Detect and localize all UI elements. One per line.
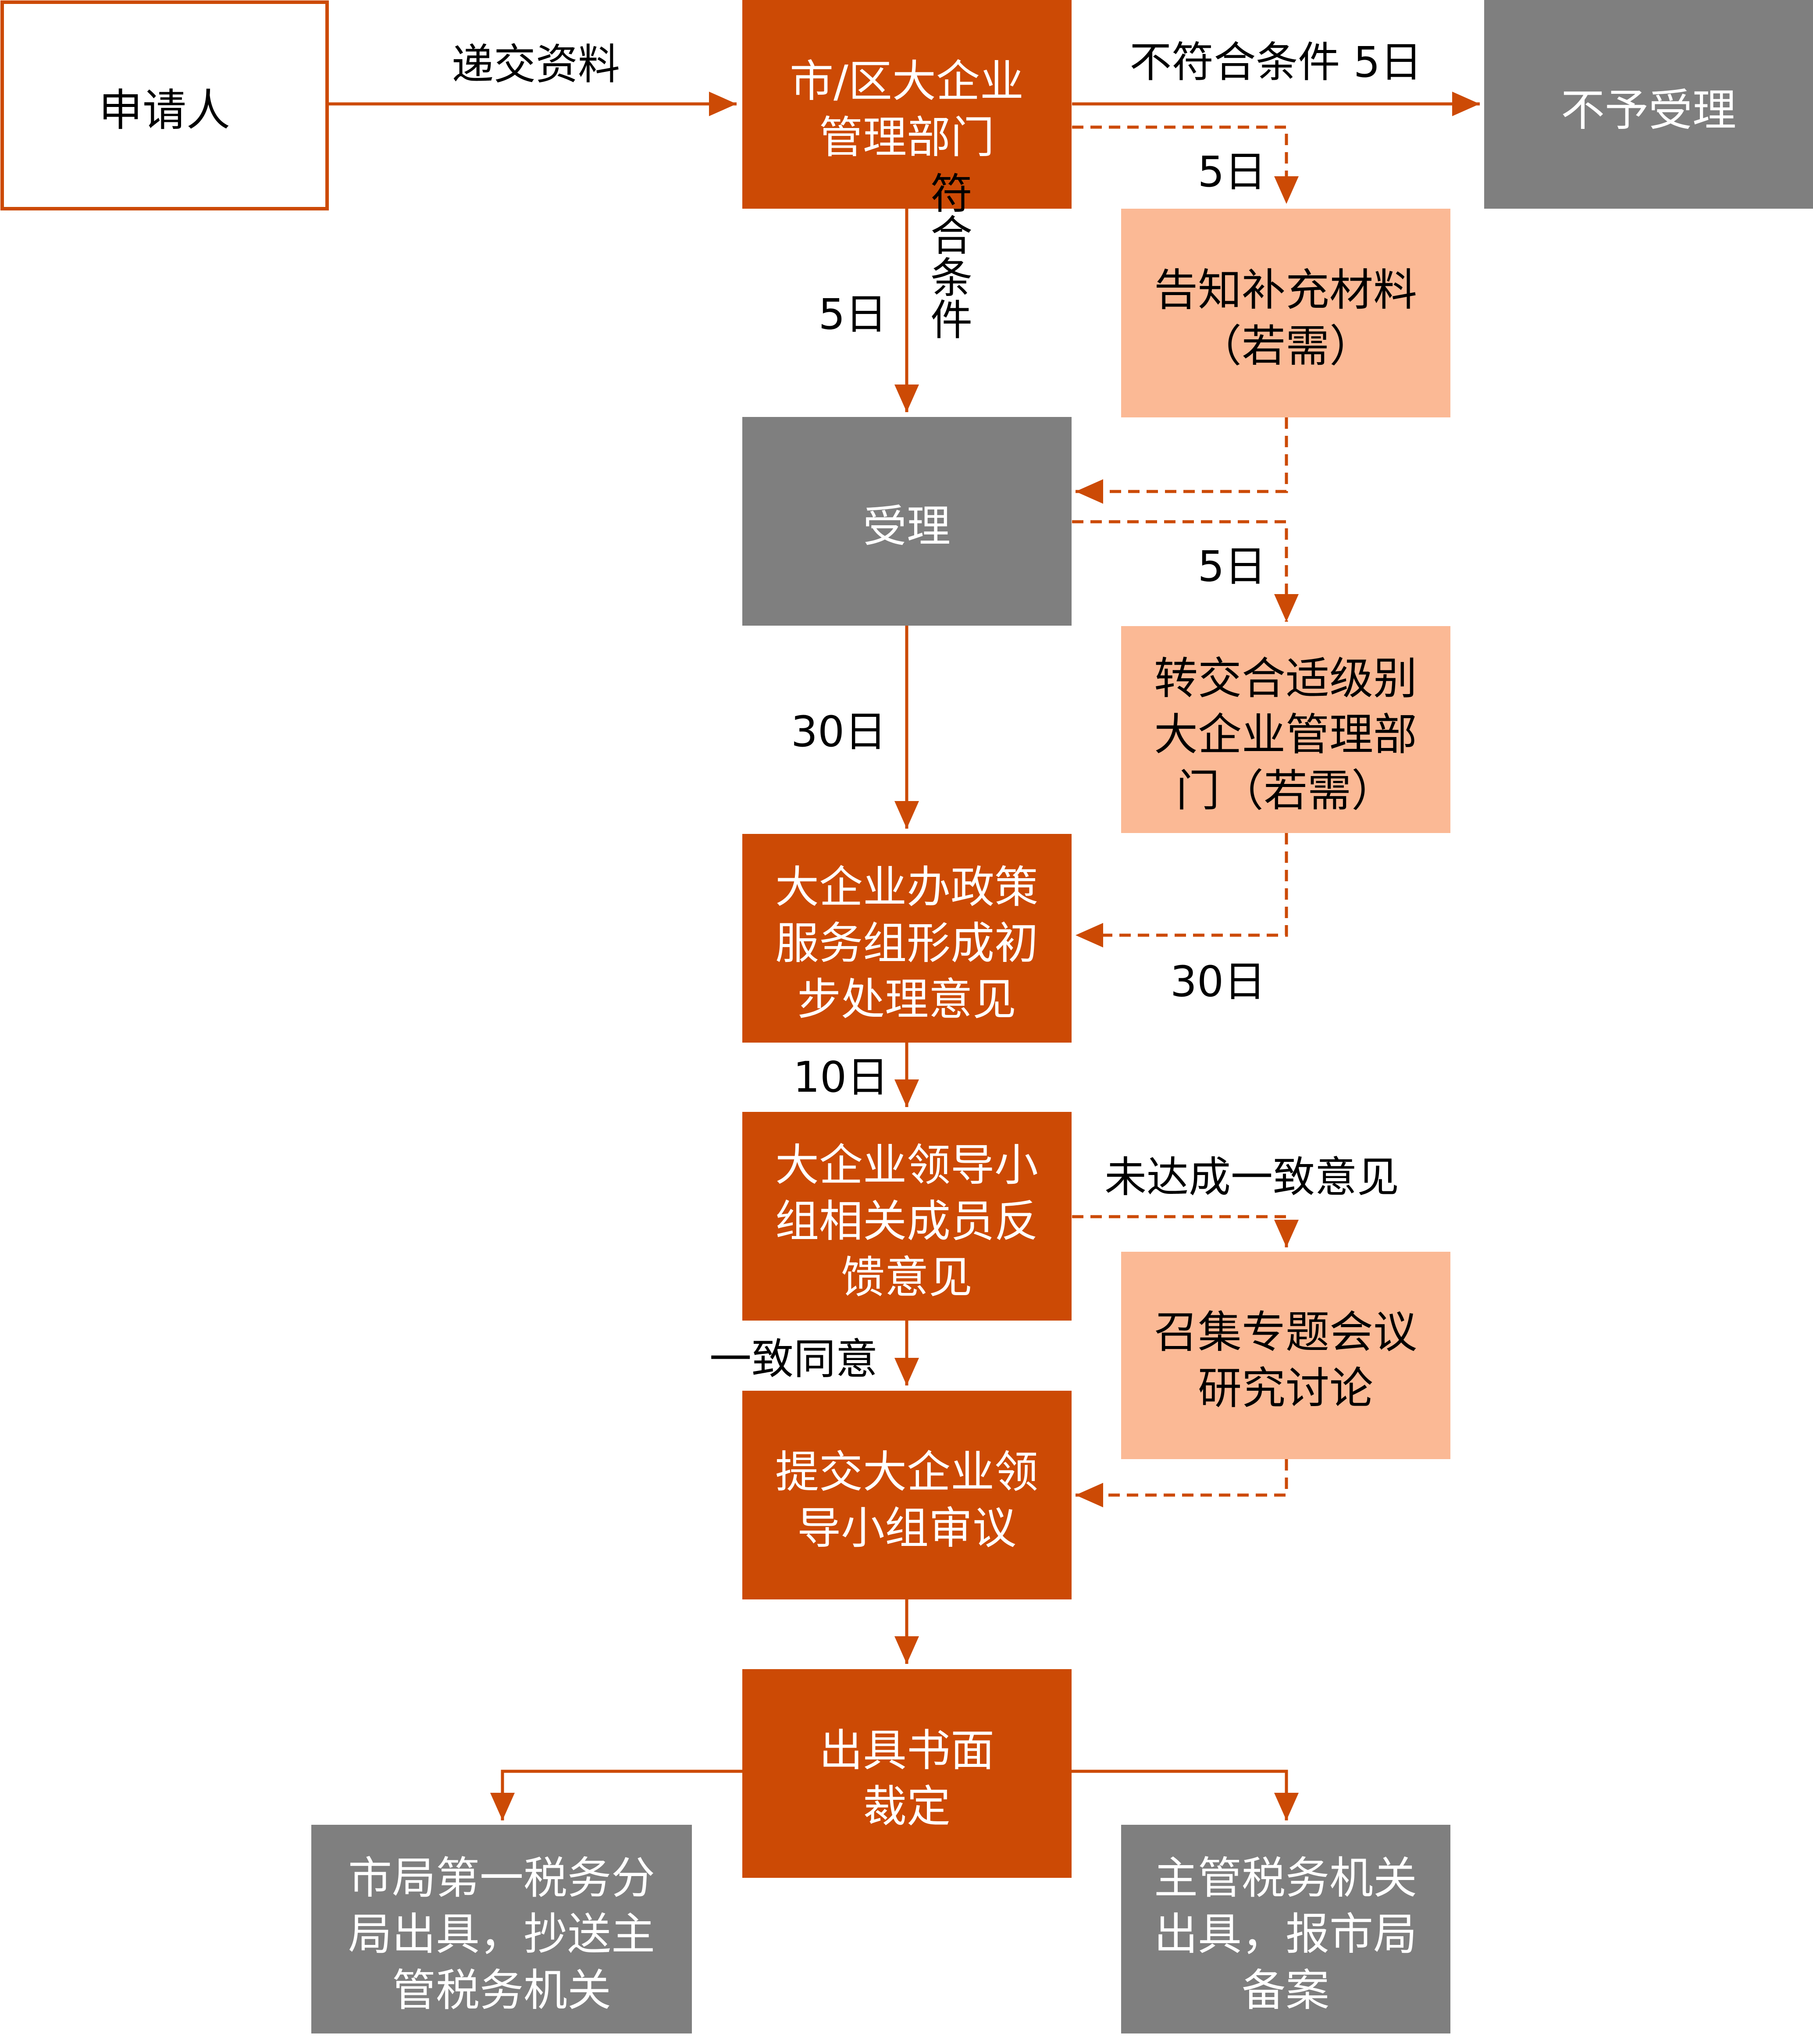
- edge-notify-to-accept: [1076, 417, 1288, 504]
- node-applicant-text: 申请人: [99, 85, 230, 136]
- node-tax-authority: 主管税务机关出具，报市局备案: [1121, 1825, 1450, 2033]
- text-line: 符: [930, 170, 972, 219]
- node-submit: 提交大企业领导小组审议: [742, 1391, 1072, 1599]
- text-line: 大企业办政策: [775, 862, 1038, 913]
- text-line: 步处理意见: [797, 974, 1016, 1025]
- edge-feedback-to-meeting: [1072, 1215, 1299, 1247]
- text-line: 市局第一税务分: [348, 1852, 655, 1904]
- text-line: 告知补充材料: [1154, 264, 1417, 316]
- edge-labels: 递交资料 不符合条件 5日 5日 5日 符合条件 5日 30日 30日 10日 …: [452, 38, 1422, 1384]
- edge-transfer-to-preliminary: [1076, 833, 1288, 947]
- node-submit-text: 提交大企业领导小组审议: [775, 1446, 1038, 1554]
- text-line: 受理: [863, 501, 951, 552]
- label-eligible-vertical: 符合条件: [930, 170, 972, 345]
- node-mgmt-dept-text: 市/区大企业管理部门: [790, 56, 1024, 163]
- node-feedback-text: 大企业领导小组相关成员反馈意见: [775, 1140, 1038, 1303]
- node-preliminary: 大企业办政策服务组形成初步处理意见: [742, 834, 1072, 1043]
- text-line: 组相关成员反: [775, 1196, 1038, 1247]
- text-line: 备案: [1242, 1965, 1329, 2016]
- label-unanimous: 一致同意: [709, 1335, 878, 1384]
- edge-accept-to-transfer: [1072, 520, 1299, 622]
- text-line: 馈意见: [841, 1252, 972, 1303]
- label-days30-b: 30日: [1170, 957, 1266, 1006]
- node-ruling-text: 出具书面裁定: [819, 1725, 994, 1832]
- text-line: 管税务机关: [392, 1965, 611, 2016]
- text-line: 申请人: [99, 85, 230, 136]
- node-meeting: 召集专题会议研究讨论: [1121, 1252, 1450, 1459]
- text-line: 市/区大企业: [790, 56, 1024, 107]
- edge-ruling-to-city-bureau: [490, 1770, 742, 1820]
- text-line: 裁定: [863, 1781, 951, 1832]
- label-days10: 10日: [793, 1053, 889, 1102]
- text-line: 大企业领导小: [775, 1140, 1038, 1191]
- text-line: 大企业管理部: [1154, 709, 1417, 760]
- text-line: 召集专题会议: [1154, 1307, 1417, 1358]
- label-not-eligible: 不符合条件 5日: [1129, 38, 1422, 87]
- text-line: 出具，报市局: [1154, 1909, 1417, 1960]
- label-days5-a: 5日: [1197, 147, 1266, 196]
- text-line: 管理部门: [819, 112, 994, 163]
- text-line: 导小组审议: [797, 1503, 1016, 1554]
- node-reject: 不予受理: [1484, 0, 1813, 209]
- dashed-connectors: [1072, 125, 1299, 1507]
- node-applicant: 申请人: [0, 0, 329, 210]
- node-city-bureau-text: 市局第一税务分局出具，抄送主管税务机关: [348, 1852, 655, 2016]
- text-line: 门（若需）: [1176, 765, 1395, 816]
- text-line: 合: [930, 212, 972, 261]
- label-days5-c: 5日: [818, 290, 887, 339]
- node-accept: 受理: [742, 417, 1072, 626]
- text-line: 件: [930, 296, 972, 345]
- text-line: （若需）: [1198, 320, 1373, 372]
- text-line: 服务组形成初: [775, 918, 1038, 969]
- node-transfer: 转交合适级别大企业管理部门（若需）: [1121, 626, 1450, 833]
- node-notify-supplement-text: 告知补充材料（若需）: [1154, 264, 1417, 372]
- node-ruling: 出具书面裁定: [742, 1669, 1072, 1878]
- edge-meeting-to-submit: [1076, 1459, 1288, 1507]
- text-line: 研究讨论: [1198, 1363, 1373, 1414]
- node-meeting-text: 召集专题会议研究讨论: [1154, 1307, 1417, 1414]
- text-line: 出具书面: [819, 1725, 994, 1776]
- text-line: 主管税务机关: [1154, 1852, 1417, 1904]
- label-days5-b: 5日: [1197, 542, 1266, 591]
- text-line: 局出具，抄送主: [348, 1909, 655, 1960]
- node-notify-supplement: 告知补充材料（若需）: [1121, 209, 1450, 417]
- node-city-bureau: 市局第一税务分局出具，抄送主管税务机关: [311, 1825, 692, 2033]
- node-reject-text: 不予受理: [1561, 85, 1736, 136]
- label-days30-a: 30日: [791, 707, 887, 756]
- node-preliminary-text: 大企业办政策服务组形成初步处理意见: [775, 862, 1038, 1025]
- edge-ruling-to-tax-authority: [1071, 1770, 1299, 1820]
- label-no-consensus: 未达成一致意见: [1104, 1153, 1399, 1202]
- node-mgmt-dept: 市/区大企业管理部门: [742, 0, 1072, 209]
- node-feedback: 大企业领导小组相关成员反馈意见: [742, 1112, 1072, 1321]
- text-line: 不予受理: [1561, 85, 1736, 136]
- solid-connectors: [327, 92, 1480, 1820]
- text-line: 转交合适级别: [1154, 653, 1417, 704]
- node-transfer-text: 转交合适级别大企业管理部门（若需）: [1154, 653, 1417, 816]
- node-accept-text: 受理: [863, 501, 951, 552]
- node-tax-authority-text: 主管税务机关出具，报市局备案: [1154, 1852, 1417, 2016]
- text-line: 提交大企业领: [775, 1446, 1038, 1498]
- edge-dept-to-notify: [1072, 125, 1299, 204]
- label-submit-materials: 递交资料: [452, 40, 620, 89]
- text-line: 条: [930, 254, 972, 303]
